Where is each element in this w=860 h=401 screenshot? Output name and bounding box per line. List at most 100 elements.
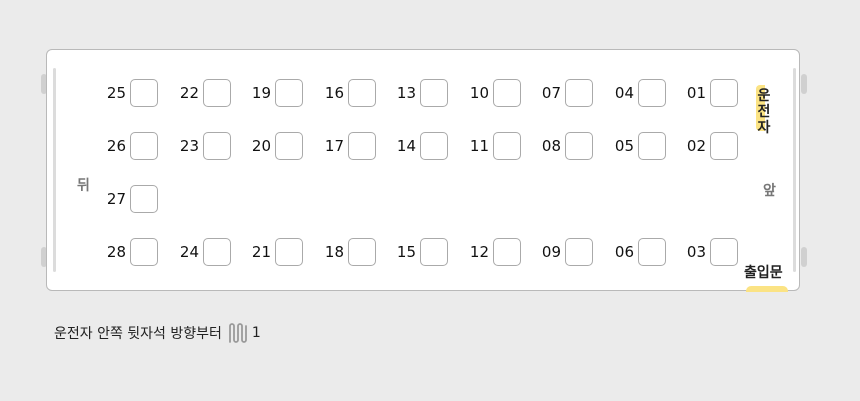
driver-label: 운 전 자 — [757, 88, 771, 136]
rear-rail — [53, 68, 56, 272]
seat-number: 24 — [179, 243, 199, 261]
seat-28[interactable]: 28 — [102, 238, 158, 266]
seat-06[interactable]: 06 — [610, 238, 666, 266]
seat-checkbox[interactable] — [348, 79, 376, 107]
seat-22[interactable]: 22 — [175, 79, 231, 107]
seat-12[interactable]: 12 — [465, 238, 521, 266]
back-label: 뒤 — [77, 178, 90, 194]
seat-checkbox[interactable] — [130, 132, 158, 160]
seat-checkbox[interactable] — [275, 132, 303, 160]
seat-checkbox[interactable] — [565, 79, 593, 107]
seat-19[interactable]: 19 — [247, 79, 303, 107]
seat-09[interactable]: 09 — [537, 238, 593, 266]
front-label: 앞 — [763, 183, 776, 199]
seat-number: 21 — [251, 243, 271, 261]
seat-18[interactable]: 18 — [320, 238, 376, 266]
seat-number: 19 — [251, 84, 271, 102]
seat-checkbox[interactable] — [493, 132, 521, 160]
seat-checkbox[interactable] — [710, 79, 738, 107]
seat-checkbox[interactable] — [348, 132, 376, 160]
seat-checkbox[interactable] — [493, 79, 521, 107]
seat-number: 15 — [396, 243, 416, 261]
seat-checkbox[interactable] — [275, 238, 303, 266]
seat-checkbox[interactable] — [420, 132, 448, 160]
seat-checkbox[interactable] — [348, 238, 376, 266]
legend-suffix: 1 — [251, 325, 261, 341]
door-marker — [746, 286, 788, 292]
seat-number: 08 — [541, 137, 561, 155]
seat-checkbox[interactable] — [710, 238, 738, 266]
seat-checkbox[interactable] — [565, 132, 593, 160]
seat-checkbox[interactable] — [130, 238, 158, 266]
seat-number: 10 — [469, 84, 489, 102]
seat-17[interactable]: 17 — [320, 132, 376, 160]
wheel-bottom-right — [801, 247, 807, 267]
seat-checkbox[interactable] — [130, 185, 158, 213]
seat-checkbox[interactable] — [203, 132, 231, 160]
seat-04[interactable]: 04 — [610, 79, 666, 107]
seat-checkbox[interactable] — [638, 132, 666, 160]
seat-checkbox[interactable] — [203, 79, 231, 107]
seat-number: 27 — [106, 190, 126, 208]
seat-05[interactable]: 05 — [610, 132, 666, 160]
seat-16[interactable]: 16 — [320, 79, 376, 107]
seat-03[interactable]: 03 — [682, 238, 738, 266]
wheel-top-left — [41, 74, 47, 94]
seat-number: 07 — [541, 84, 561, 102]
seat-07[interactable]: 07 — [537, 79, 593, 107]
seat-checkbox[interactable] — [565, 238, 593, 266]
front-rail — [793, 68, 796, 272]
seat-checkbox[interactable] — [493, 238, 521, 266]
seat-02[interactable]: 02 — [682, 132, 738, 160]
seat-number: 09 — [541, 243, 561, 261]
seat-14[interactable]: 14 — [392, 132, 448, 160]
seat-checkbox[interactable] — [420, 238, 448, 266]
seat-number: 01 — [686, 84, 706, 102]
wheel-top-right — [801, 74, 807, 94]
seat-checkbox[interactable] — [420, 79, 448, 107]
seat-26[interactable]: 26 — [102, 132, 158, 160]
seat-checkbox[interactable] — [130, 79, 158, 107]
zigzag-path-icon — [229, 323, 247, 343]
seat-number: 04 — [614, 84, 634, 102]
driver-marker — [756, 85, 765, 131]
seat-order-legend: 운전자 안쪽 뒷자석 방향부터 1 — [54, 322, 261, 344]
seat-10[interactable]: 10 — [465, 79, 521, 107]
seat-01[interactable]: 01 — [682, 79, 738, 107]
seat-checkbox[interactable] — [638, 238, 666, 266]
seat-15[interactable]: 15 — [392, 238, 448, 266]
seat-21[interactable]: 21 — [247, 238, 303, 266]
seat-number: 05 — [614, 137, 634, 155]
door-label: 출입문 — [744, 265, 783, 281]
seat-number: 18 — [324, 243, 344, 261]
seat-number: 25 — [106, 84, 126, 102]
seat-number: 16 — [324, 84, 344, 102]
seat-number: 03 — [686, 243, 706, 261]
wheel-bottom-left — [41, 247, 47, 267]
seat-number: 20 — [251, 137, 271, 155]
seat-number: 06 — [614, 243, 634, 261]
seat-20[interactable]: 20 — [247, 132, 303, 160]
seat-13[interactable]: 13 — [392, 79, 448, 107]
seat-number: 02 — [686, 137, 706, 155]
seat-checkbox[interactable] — [710, 132, 738, 160]
seat-08[interactable]: 08 — [537, 132, 593, 160]
seat-number: 23 — [179, 137, 199, 155]
seat-number: 11 — [469, 137, 489, 155]
seat-23[interactable]: 23 — [175, 132, 231, 160]
seat-number: 13 — [396, 84, 416, 102]
seat-number: 28 — [106, 243, 126, 261]
seat-number: 17 — [324, 137, 344, 155]
seat-number: 14 — [396, 137, 416, 155]
seat-number: 22 — [179, 84, 199, 102]
seat-checkbox[interactable] — [638, 79, 666, 107]
seat-number: 12 — [469, 243, 489, 261]
seat-checkbox[interactable] — [275, 79, 303, 107]
seat-checkbox[interactable] — [203, 238, 231, 266]
seat-24[interactable]: 24 — [175, 238, 231, 266]
seat-11[interactable]: 11 — [465, 132, 521, 160]
seat-27[interactable]: 27 — [102, 185, 158, 213]
seat-number: 26 — [106, 137, 126, 155]
legend-text: 운전자 안쪽 뒷자석 방향부터 — [54, 326, 222, 342]
seat-25[interactable]: 25 — [102, 79, 158, 107]
